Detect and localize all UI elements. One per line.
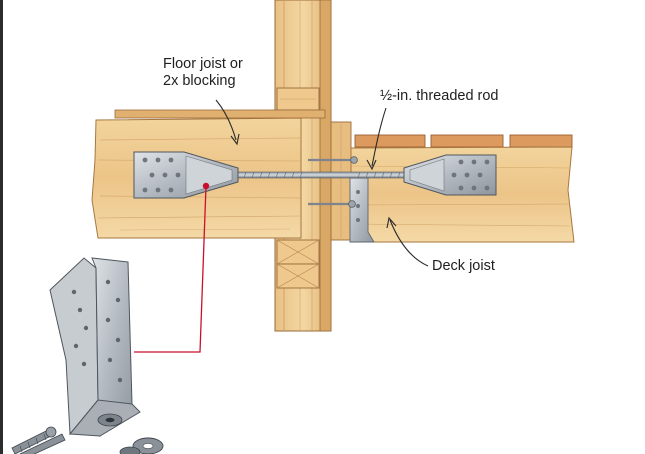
label-deck-joist: Deck joist [432, 258, 495, 274]
tension-tie-right [403, 154, 497, 196]
label-threaded-rod: ½-in. threaded rod [380, 88, 499, 104]
washers [119, 437, 164, 454]
leader-floor-joist [215, 99, 240, 146]
tension-tie-detail [49, 257, 141, 438]
deck-boards [354, 134, 573, 148]
leader-threaded-rod [366, 107, 387, 171]
image-left-border [0, 0, 3, 454]
leader-detail-callout [134, 182, 210, 353]
loose-screws [11, 426, 66, 454]
leader-deck-joist [386, 216, 429, 267]
tension-tie-left [133, 151, 239, 199]
ledger-board [330, 121, 352, 241]
label-floor-joist-line1: Floor joist or [163, 56, 243, 72]
label-floor-joist: Floor joist or 2x blocking [163, 56, 243, 90]
rim-screws [308, 156, 358, 208]
label-floor-joist-line2: 2x blocking [163, 73, 236, 89]
